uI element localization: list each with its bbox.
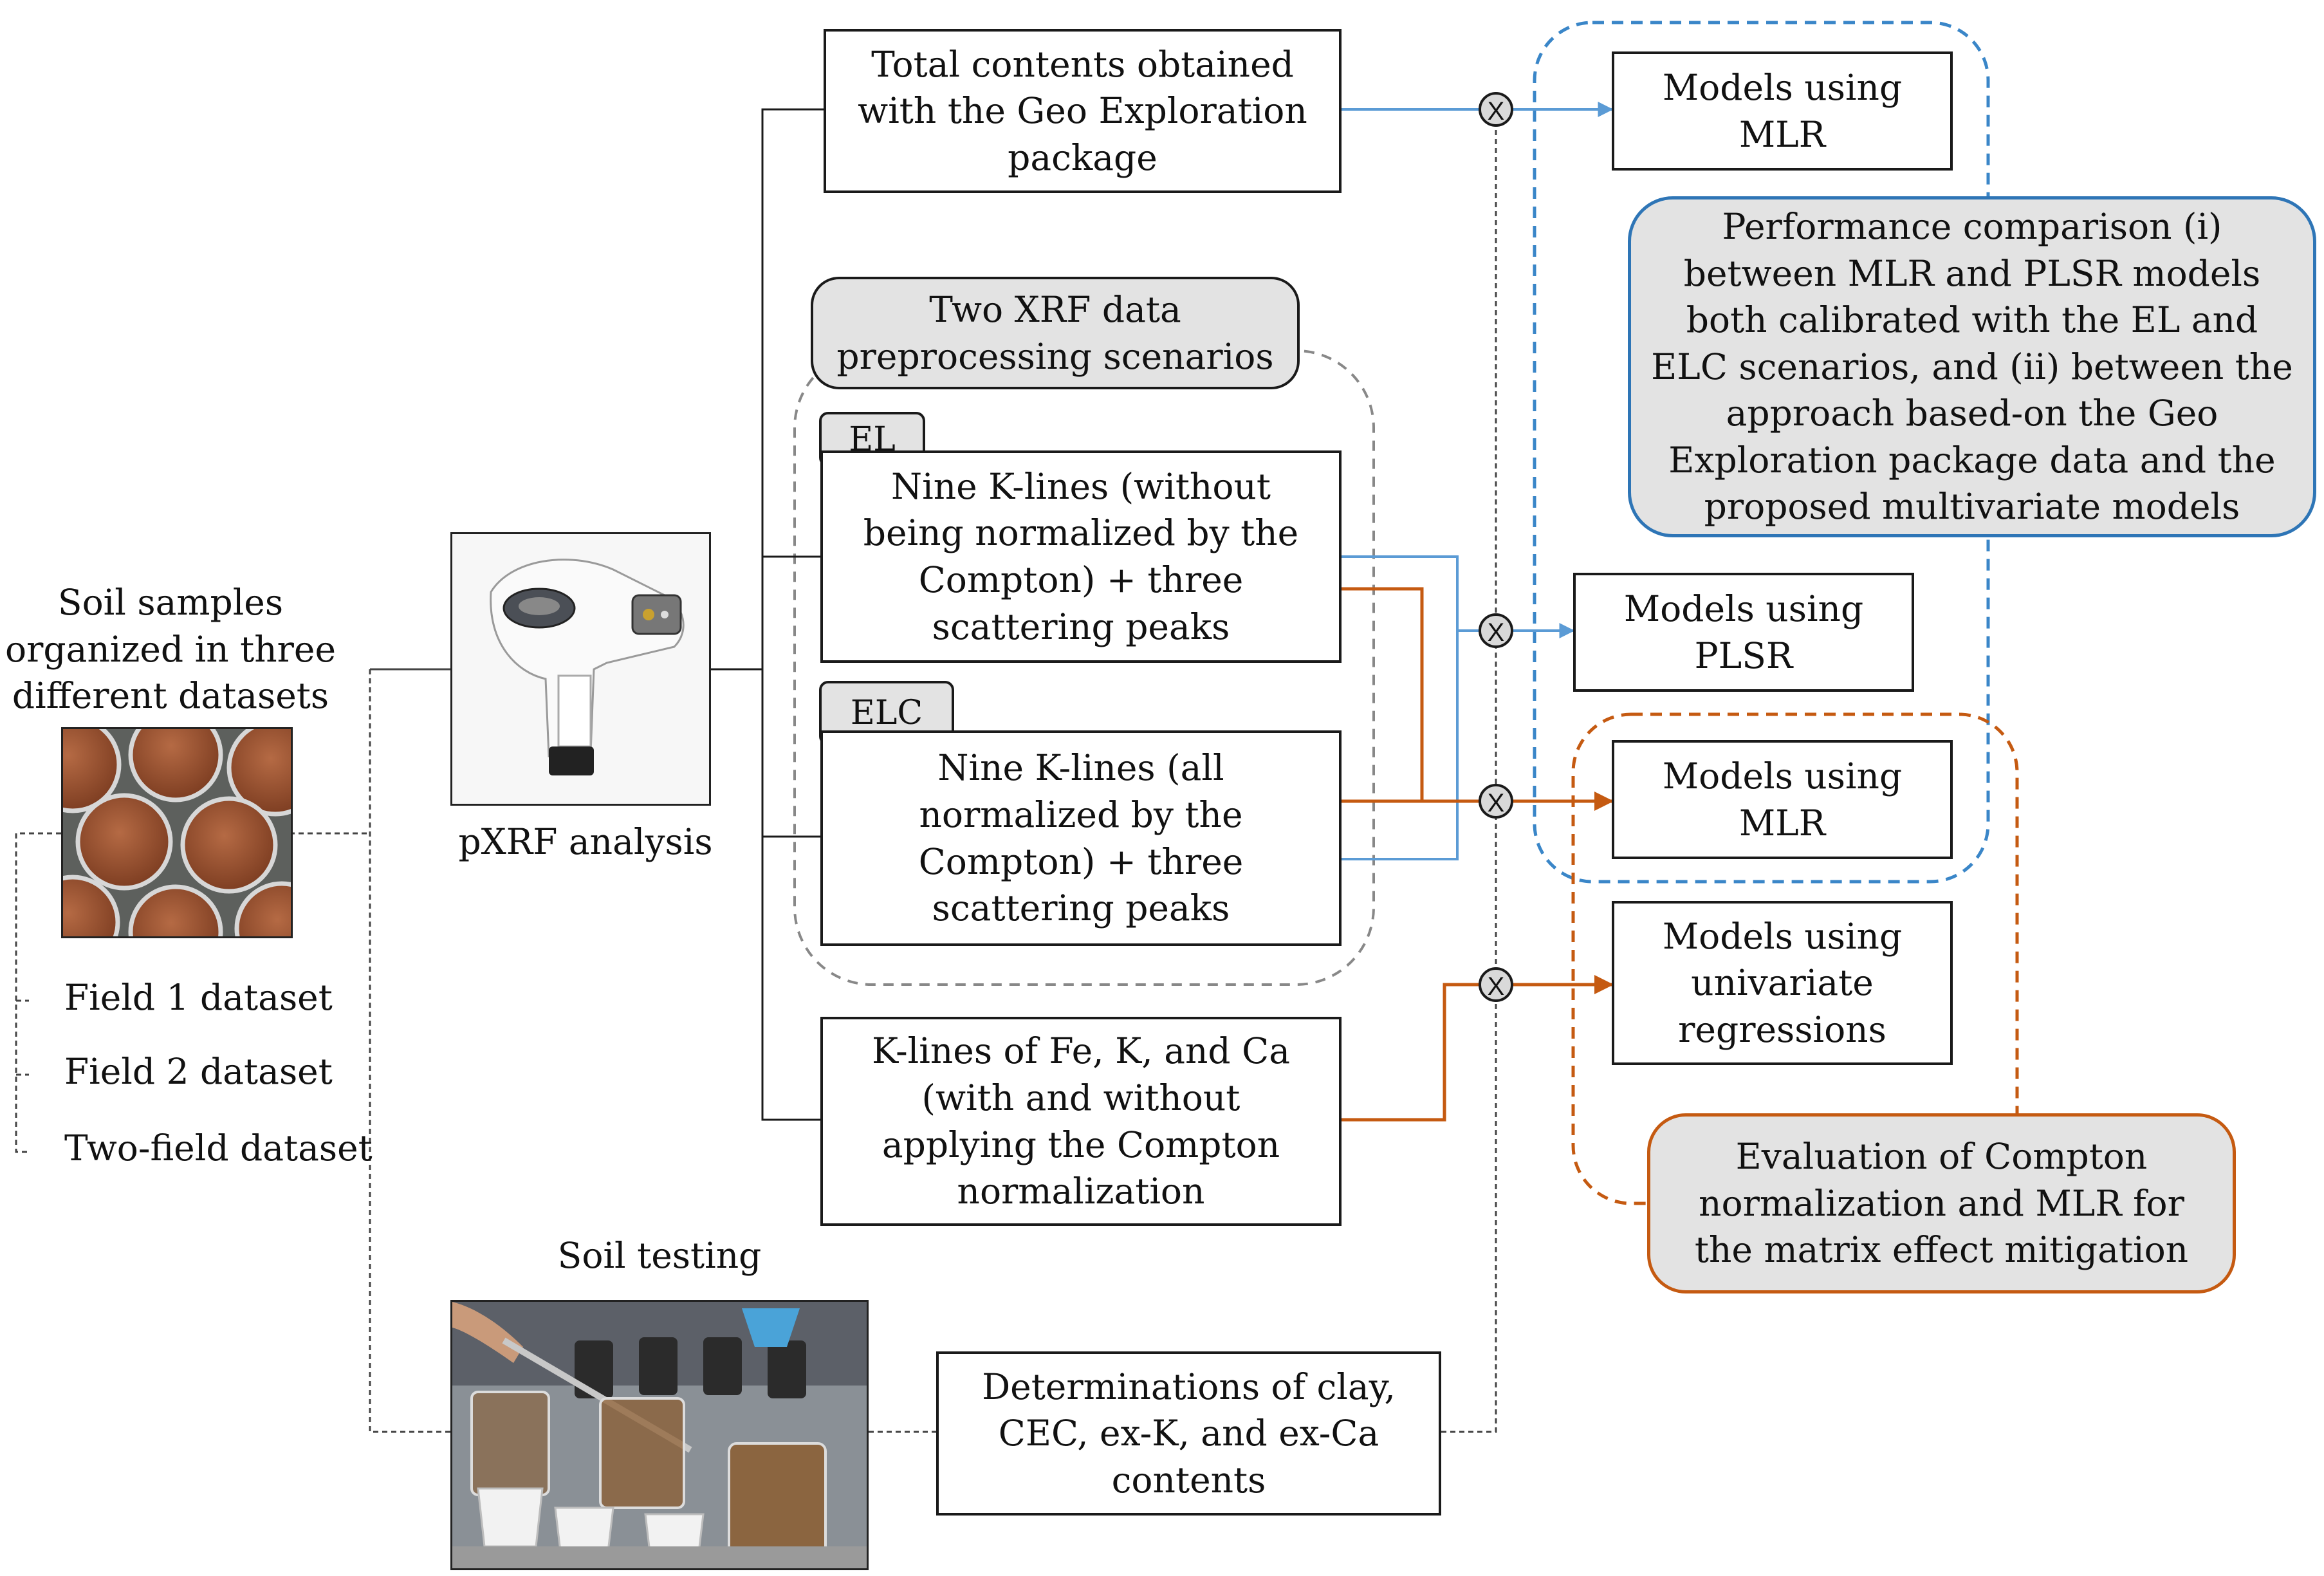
junction-node: X bbox=[1479, 92, 1513, 127]
compton-evaluation-text: Evaluation of Compton normalization and … bbox=[1694, 1136, 2189, 1271]
el-scenario-text: Nine K-lines (without being normalized b… bbox=[863, 465, 1299, 647]
compton-evaluation-box: Evaluation of Compton normalization and … bbox=[1647, 1113, 2236, 1293]
elc-scenario-tag-text: ELC bbox=[850, 694, 923, 732]
scenarios-group-outline bbox=[793, 349, 1375, 986]
reference-connectors bbox=[869, 109, 1497, 1433]
performance-comparison-text: Performance comparison (i) between MLR a… bbox=[1651, 205, 2293, 528]
junction-node: X bbox=[1479, 613, 1513, 648]
soil-testing-photo bbox=[450, 1300, 869, 1570]
models-univariate-box: Models using univariate regressions bbox=[1612, 901, 1953, 1065]
soil-samples-photo bbox=[61, 727, 293, 938]
orange-connectors bbox=[1342, 587, 1614, 1122]
klines-text: K-lines of Fe, K, and Ca (with and witho… bbox=[872, 1030, 1290, 1212]
models-mlr-mid-box: Models using MLR bbox=[1612, 740, 1953, 859]
klines-box: K-lines of Fe, K, and Ca (with and witho… bbox=[820, 1017, 1342, 1226]
pxrf-device-image bbox=[452, 534, 709, 804]
geo-exploration-text: Total contents obtained with the Geo Exp… bbox=[858, 43, 1307, 178]
performance-comparison-box: Performance comparison (i) between MLR a… bbox=[1628, 196, 2316, 537]
svg-text:X: X bbox=[1488, 972, 1505, 1001]
sample-connectors bbox=[15, 668, 450, 1433]
junction-node: X bbox=[1479, 967, 1513, 1002]
models-mlr-mid-text: Models using MLR bbox=[1662, 755, 1903, 844]
models-mlr-top-box: Models using MLR bbox=[1612, 51, 1953, 171]
el-scenario-box: Nine K-lines (without being normalized b… bbox=[820, 450, 1342, 663]
junction-node: X bbox=[1479, 784, 1513, 819]
elc-scenario-text: Nine K-lines (all normalized by the Comp… bbox=[918, 747, 1244, 929]
soil-testing-caption: Soil testing bbox=[557, 1235, 762, 1276]
dataset-two-field: Two-field dataset bbox=[64, 1127, 373, 1169]
geo-exploration-box: Total contents obtained with the Geo Exp… bbox=[824, 29, 1342, 193]
elc-scenario-box: Nine K-lines (all normalized by the Comp… bbox=[820, 730, 1342, 946]
blue-connectors bbox=[1342, 102, 1614, 860]
determinations-text: Determinations of clay, CEC, ex-K, and e… bbox=[982, 1366, 1396, 1501]
svg-text:X: X bbox=[1488, 97, 1505, 125]
svg-text:X: X bbox=[1488, 789, 1505, 817]
pxrf-caption: pXRF analysis bbox=[458, 821, 713, 862]
soil-samples-caption: Soil samples organized in three differen… bbox=[5, 582, 337, 717]
pxrf-photo bbox=[450, 532, 711, 806]
soil-dishes-image bbox=[63, 729, 291, 936]
models-mlr-top-text: Models using MLR bbox=[1662, 66, 1903, 155]
scenarios-header: Two XRF data preprocessing scenarios bbox=[811, 277, 1300, 389]
pxrf-branch-connectors bbox=[711, 108, 824, 1121]
soil-testing-image bbox=[452, 1302, 867, 1568]
models-plsr-text: Models using PLSR bbox=[1623, 588, 1864, 676]
models-univariate-text: Models using univariate regressions bbox=[1662, 915, 1903, 1050]
scenarios-header-text: Two XRF data preprocessing scenarios bbox=[836, 288, 1274, 377]
dataset-field-1: Field 1 dataset bbox=[64, 977, 333, 1018]
dataset-field-2: Field 2 dataset bbox=[64, 1051, 333, 1092]
determinations-box: Determinations of clay, CEC, ex-K, and e… bbox=[936, 1351, 1441, 1516]
svg-text:X: X bbox=[1488, 618, 1505, 647]
models-plsr-box: Models using PLSR bbox=[1573, 573, 1914, 692]
